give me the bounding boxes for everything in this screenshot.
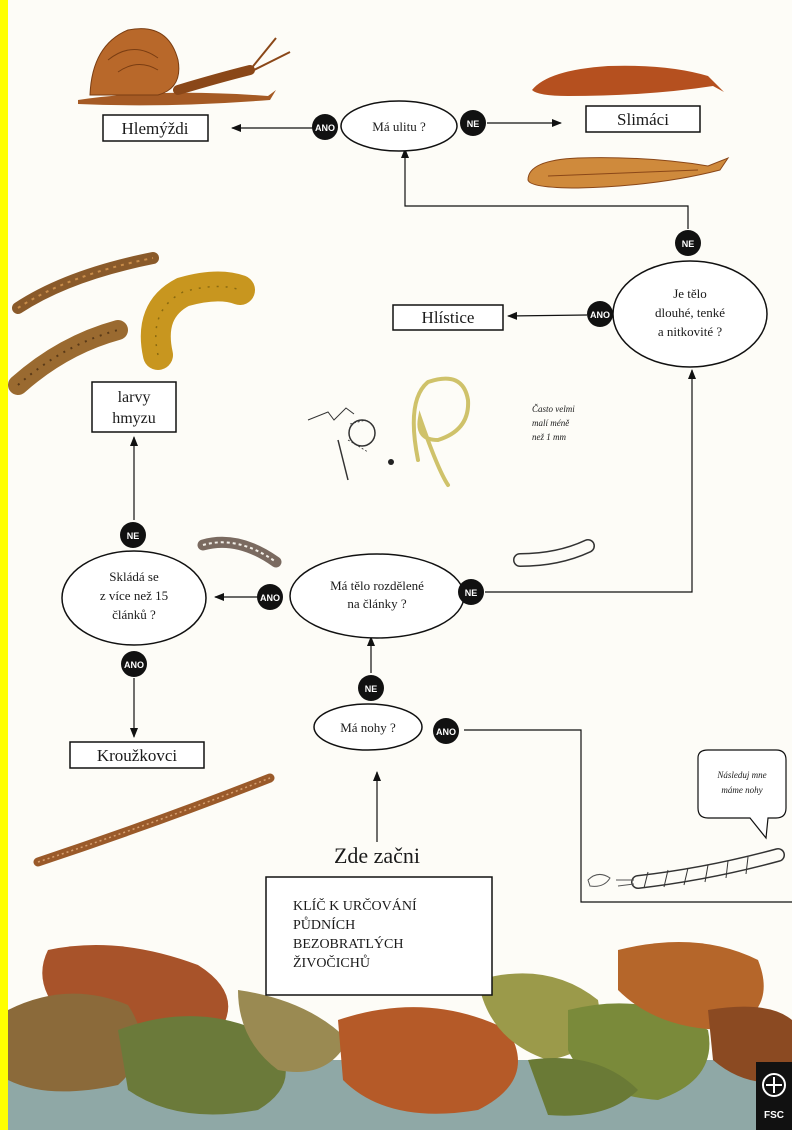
svg-text:Často velmi: Často velmi: [532, 404, 575, 414]
answer-badge-no: NE: [120, 522, 146, 548]
answer-badge-yes: ANO: [257, 584, 283, 610]
nematode-illustration: [307, 376, 471, 487]
svg-text:NE: NE: [127, 531, 140, 541]
result-label: Slimáci: [617, 110, 669, 129]
question-text: Má nohy ?: [340, 720, 396, 735]
svg-text:NE: NE: [682, 239, 695, 249]
question-text: dlouhé, tenké: [655, 305, 725, 320]
question-text: z více než 15: [100, 588, 168, 603]
question-text: Skládá se: [109, 569, 159, 584]
snail-illustration: [78, 28, 291, 106]
key-page: Má ulitu ? Je tělo dlouhé, tenké a nitko…: [8, 0, 792, 1130]
earthworm-illustration: [33, 773, 275, 867]
svg-text:ANO: ANO: [436, 727, 456, 737]
svg-text:ANO: ANO: [315, 123, 335, 133]
result-nematodes: Hlístice: [392, 304, 504, 331]
connector-lines: [130, 119, 792, 903]
svg-text:ANO: ANO: [590, 310, 610, 320]
question-text: Má ulitu ?: [372, 119, 426, 134]
answer-badge-no: NE: [675, 230, 701, 256]
question-has-shell: Má ulitu ?: [340, 100, 458, 152]
title-line: PŮDNÍCH: [293, 915, 355, 933]
answer-badge-yes: ANO: [433, 718, 459, 744]
result-annelids: Kroužkovci: [69, 741, 205, 769]
answer-badge-no: NE: [458, 579, 484, 605]
question-segmented-body: Má tělo rozdělené na články ?: [289, 553, 465, 639]
question-text: a nitkovité ?: [658, 324, 722, 339]
result-label: hmyzu: [112, 410, 156, 427]
answer-badge-yes: ANO: [312, 114, 338, 140]
result-label: Hlístice: [422, 308, 475, 327]
insect-larva-illustration: [8, 320, 128, 395]
question-text: článků ?: [112, 607, 156, 622]
speech-bubble: Následuj mne máme nohy: [697, 749, 787, 840]
result-label: larvy: [118, 389, 151, 406]
svg-text:NE: NE: [465, 588, 478, 598]
grub-illustration: [140, 271, 255, 370]
result-label: Kroužkovci: [97, 746, 178, 765]
earthworm-illustration: [197, 536, 282, 568]
slug-illustration: [527, 156, 730, 189]
title-line: ŽIVOČICHŮ: [293, 953, 370, 971]
insect-larva-illustration: [12, 252, 159, 314]
answer-badge-no: NE: [460, 110, 486, 136]
svg-text:malí méně: malí méně: [532, 418, 570, 428]
size-note: Často velmi malí méně než 1 mm: [532, 404, 575, 442]
svg-text:Následuj mne: Následuj mne: [716, 770, 766, 780]
svg-text:než 1 mm: než 1 mm: [532, 432, 566, 442]
title-box: KLÍČ K URČOVÁNÍ PŮDNÍCH BEZOBRATLÝCH ŽIV…: [265, 876, 493, 996]
svg-text:NE: NE: [365, 684, 378, 694]
identification-key-diagram: Má ulitu ? Je tělo dlouhé, tenké a nitko…: [8, 28, 792, 1130]
answer-badge-no: NE: [358, 675, 384, 701]
question-long-thin-body: Je tělo dlouhé, tenké a nitkovité ?: [612, 260, 768, 368]
svg-text:máme nohy: máme nohy: [721, 785, 762, 795]
start-label: Zde začni: [334, 843, 420, 868]
svg-text:NE: NE: [467, 119, 480, 129]
slug-illustration: [532, 65, 724, 96]
result-snails: Hlemýždi: [102, 114, 209, 142]
svg-text:ANO: ANO: [260, 593, 280, 603]
leaf-litter-decoration: [8, 942, 792, 1130]
question-text: na články ?: [347, 596, 406, 611]
result-insect-larvae: larvy hmyzu: [91, 381, 177, 433]
question-many-segments: Skládá se z více než 15 článků ?: [61, 550, 207, 646]
question-text: Je tělo: [673, 286, 707, 301]
worm-illustration: [513, 539, 595, 567]
answer-badge-yes: ANO: [587, 301, 613, 327]
answer-badge-yes: ANO: [121, 651, 147, 677]
title-line: KLÍČ K URČOVÁNÍ: [293, 897, 417, 914]
title-line: BEZOBRATLÝCH: [293, 935, 403, 952]
question-has-legs: Má nohy ?: [313, 703, 423, 751]
centipede-illustration: [587, 848, 785, 889]
logo-text: FSC: [764, 1110, 784, 1121]
result-slugs: Slimáci: [585, 105, 701, 133]
svg-text:ANO: ANO: [124, 660, 144, 670]
fsc-logo: FSC: [756, 1062, 792, 1130]
result-label: Hlemýždi: [121, 119, 188, 138]
question-text: Má tělo rozdělené: [330, 578, 424, 593]
